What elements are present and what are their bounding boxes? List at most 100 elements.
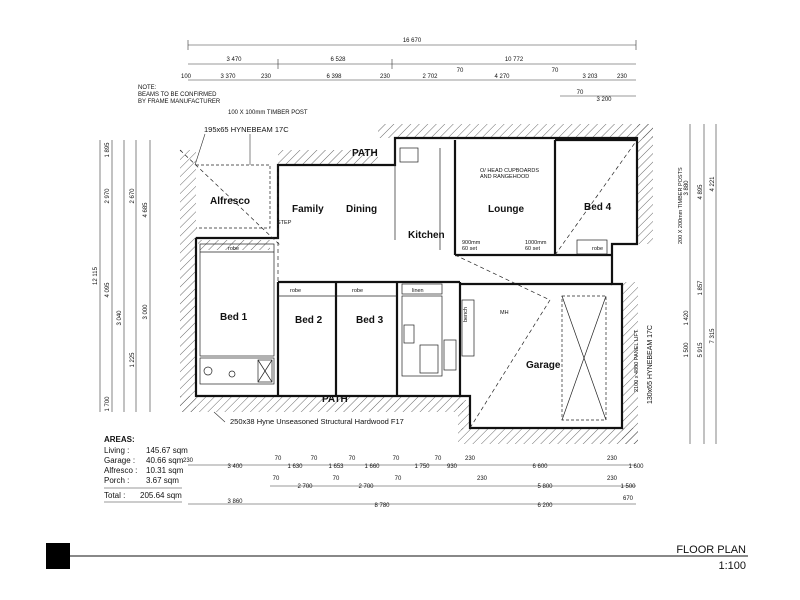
bot-1-14: 230	[607, 456, 618, 462]
bot-2-4: 70	[395, 476, 402, 482]
robe-bed2: robe	[290, 288, 301, 294]
plan-scale: 1:100	[718, 560, 746, 572]
bot-2-3: 2 700	[358, 484, 374, 490]
bot-1-12: 230	[465, 456, 476, 462]
dim-top-4-1: 3 200	[596, 97, 612, 103]
bench2-line-1: 60 set	[525, 246, 540, 252]
plan-title: FLOOR PLAN	[676, 544, 746, 556]
areas-heading: AREAS:	[104, 435, 135, 444]
left-dim-2: 2 970	[105, 188, 111, 204]
path-bottom-label: PATH	[322, 394, 348, 405]
bot-2-7: 230	[607, 476, 618, 482]
dim-top-3-4: 230	[380, 74, 391, 80]
room-lounge: Lounge	[488, 204, 525, 215]
bot-3-3: 670	[623, 496, 634, 502]
right-dim-3: 5 915	[698, 342, 704, 358]
right-dim-7: 1 420	[684, 310, 690, 326]
walls	[179, 136, 639, 430]
room-garage: Garage	[526, 360, 561, 371]
note-line-2: BY FRAME MANUFACTURER	[138, 99, 221, 105]
dim-top-3-2: 230	[261, 74, 272, 80]
cupboards-line-0: O/ HEAD CUPBOARDS	[480, 168, 539, 174]
left-dim-3: 2 670	[130, 188, 136, 204]
room-bed2: Bed 2	[295, 315, 323, 326]
mh-label: MH	[500, 310, 509, 316]
dim-overall: 16 670	[403, 38, 422, 44]
area-label-3: Porch :	[104, 476, 129, 485]
left-dim-8: 1 225	[130, 352, 136, 368]
hatched-surrounds	[180, 124, 653, 444]
panel-lift-label: 2100 x 4800 PANEL LIFT	[634, 329, 640, 392]
room-alfresco: Alfresco	[210, 196, 250, 207]
left-dim-5: 3 040	[117, 310, 123, 326]
dim-top-3-5: 2 702	[422, 74, 438, 80]
area-label-2: Alfresco :	[104, 466, 137, 475]
left-dimensions: 12 115 1 895 2 970 2 670 4 685 3 040 4 0…	[93, 140, 151, 412]
bench-label: bench	[463, 307, 469, 322]
bot-1-5: 1 653	[328, 464, 344, 470]
area-value-3: 3.67 sqm	[146, 476, 179, 485]
area-label-1: Garage :	[104, 456, 135, 465]
room-family: Family	[292, 204, 324, 215]
area-value-0: 145.67 sqm	[146, 446, 188, 455]
cupboards-line-1: AND RANGEHOOD	[480, 174, 529, 180]
bot-1-11: 930	[447, 464, 458, 470]
areas-table: AREAS: Living : 145.67 sqm Garage : 40.6…	[104, 435, 188, 503]
bot-1-3: 1 630	[287, 464, 303, 470]
left-dim-1: 1 895	[105, 142, 111, 158]
bot-1-1: 3 400	[227, 464, 243, 470]
dim-top-2-1: 6 528	[330, 57, 346, 63]
bot-1-8: 70	[393, 456, 400, 462]
right-dim-4: 7 315	[710, 328, 716, 344]
right-dim-1: 4 895	[698, 184, 704, 200]
left-dim-9: 1 700	[105, 396, 111, 412]
bot-2-6: 5 800	[537, 484, 553, 490]
hyne-right-label: 130x65 HYNEBEAM 17C	[647, 325, 654, 404]
bot-1-9: 1 750	[414, 464, 430, 470]
robe-bed4: robe	[592, 246, 603, 252]
bot-3-0: 3 860	[227, 499, 243, 505]
bot-1-0: 230	[183, 458, 194, 464]
bot-1-2: 70	[275, 456, 282, 462]
bot-2-8: 1 500	[620, 484, 636, 490]
path-top-label: PATH	[352, 148, 378, 159]
title-block: FLOOR PLAN 1:100	[46, 543, 748, 572]
left-dim-7: 3 000	[143, 304, 149, 320]
area-value-1: 40.66 sqm	[146, 456, 184, 465]
room-bed1: Bed 1	[220, 312, 248, 323]
bench1-line-0: 900mm	[462, 240, 481, 246]
robe-bed3: robe	[352, 288, 363, 294]
area-label-0: Living :	[104, 446, 129, 455]
dim-top-2-0: 3 470	[226, 57, 242, 63]
bottom-dimensions: 230 3 400 70 1 630 70 1 653 70 1 660 70 …	[183, 456, 644, 509]
left-dim-6: 4 095	[105, 282, 111, 298]
right-dim-6: 1 500	[684, 342, 690, 358]
bench1-line-1: 60 set	[462, 246, 477, 252]
dim-top-3-10: 230	[617, 74, 628, 80]
dim-top-3-3: 6 398	[326, 74, 342, 80]
dim-top-3-6: 70	[457, 68, 464, 74]
bot-2-5: 230	[477, 476, 488, 482]
dim-top-3-1: 3 370	[220, 74, 236, 80]
bot-1-4: 70	[311, 456, 318, 462]
hyne-bottom-label: 250x38 Hyne Unseasoned Structural Hardwo…	[230, 417, 404, 426]
robe-bed1: robe	[228, 246, 239, 252]
bot-2-2: 70	[333, 476, 340, 482]
dim-top-3-7: 4 270	[494, 74, 510, 80]
bot-3-1: 8 780	[374, 503, 390, 509]
room-dining: Dining	[346, 204, 377, 215]
dim-top-3-9: 3 203	[582, 74, 598, 80]
step-label: STEP	[277, 220, 292, 226]
dim-top-2-2: 10 772	[505, 57, 524, 63]
bot-1-10: 70	[435, 456, 442, 462]
right-dim-5: 1 857	[698, 280, 704, 296]
left-dim-0: 12 115	[93, 266, 99, 285]
timber-post-label: 100 X 100mm TIMBER POST	[228, 110, 308, 116]
bot-1-6: 70	[349, 456, 356, 462]
note-block: NOTE: BEAMS TO BE CONFIRMED BY FRAME MAN…	[138, 85, 221, 105]
dim-top-4-0: 70	[577, 90, 584, 96]
bench2-line-0: 1000mm	[525, 240, 547, 246]
linen-label: linen	[412, 288, 424, 294]
room-bed4: Bed 4	[584, 202, 612, 213]
